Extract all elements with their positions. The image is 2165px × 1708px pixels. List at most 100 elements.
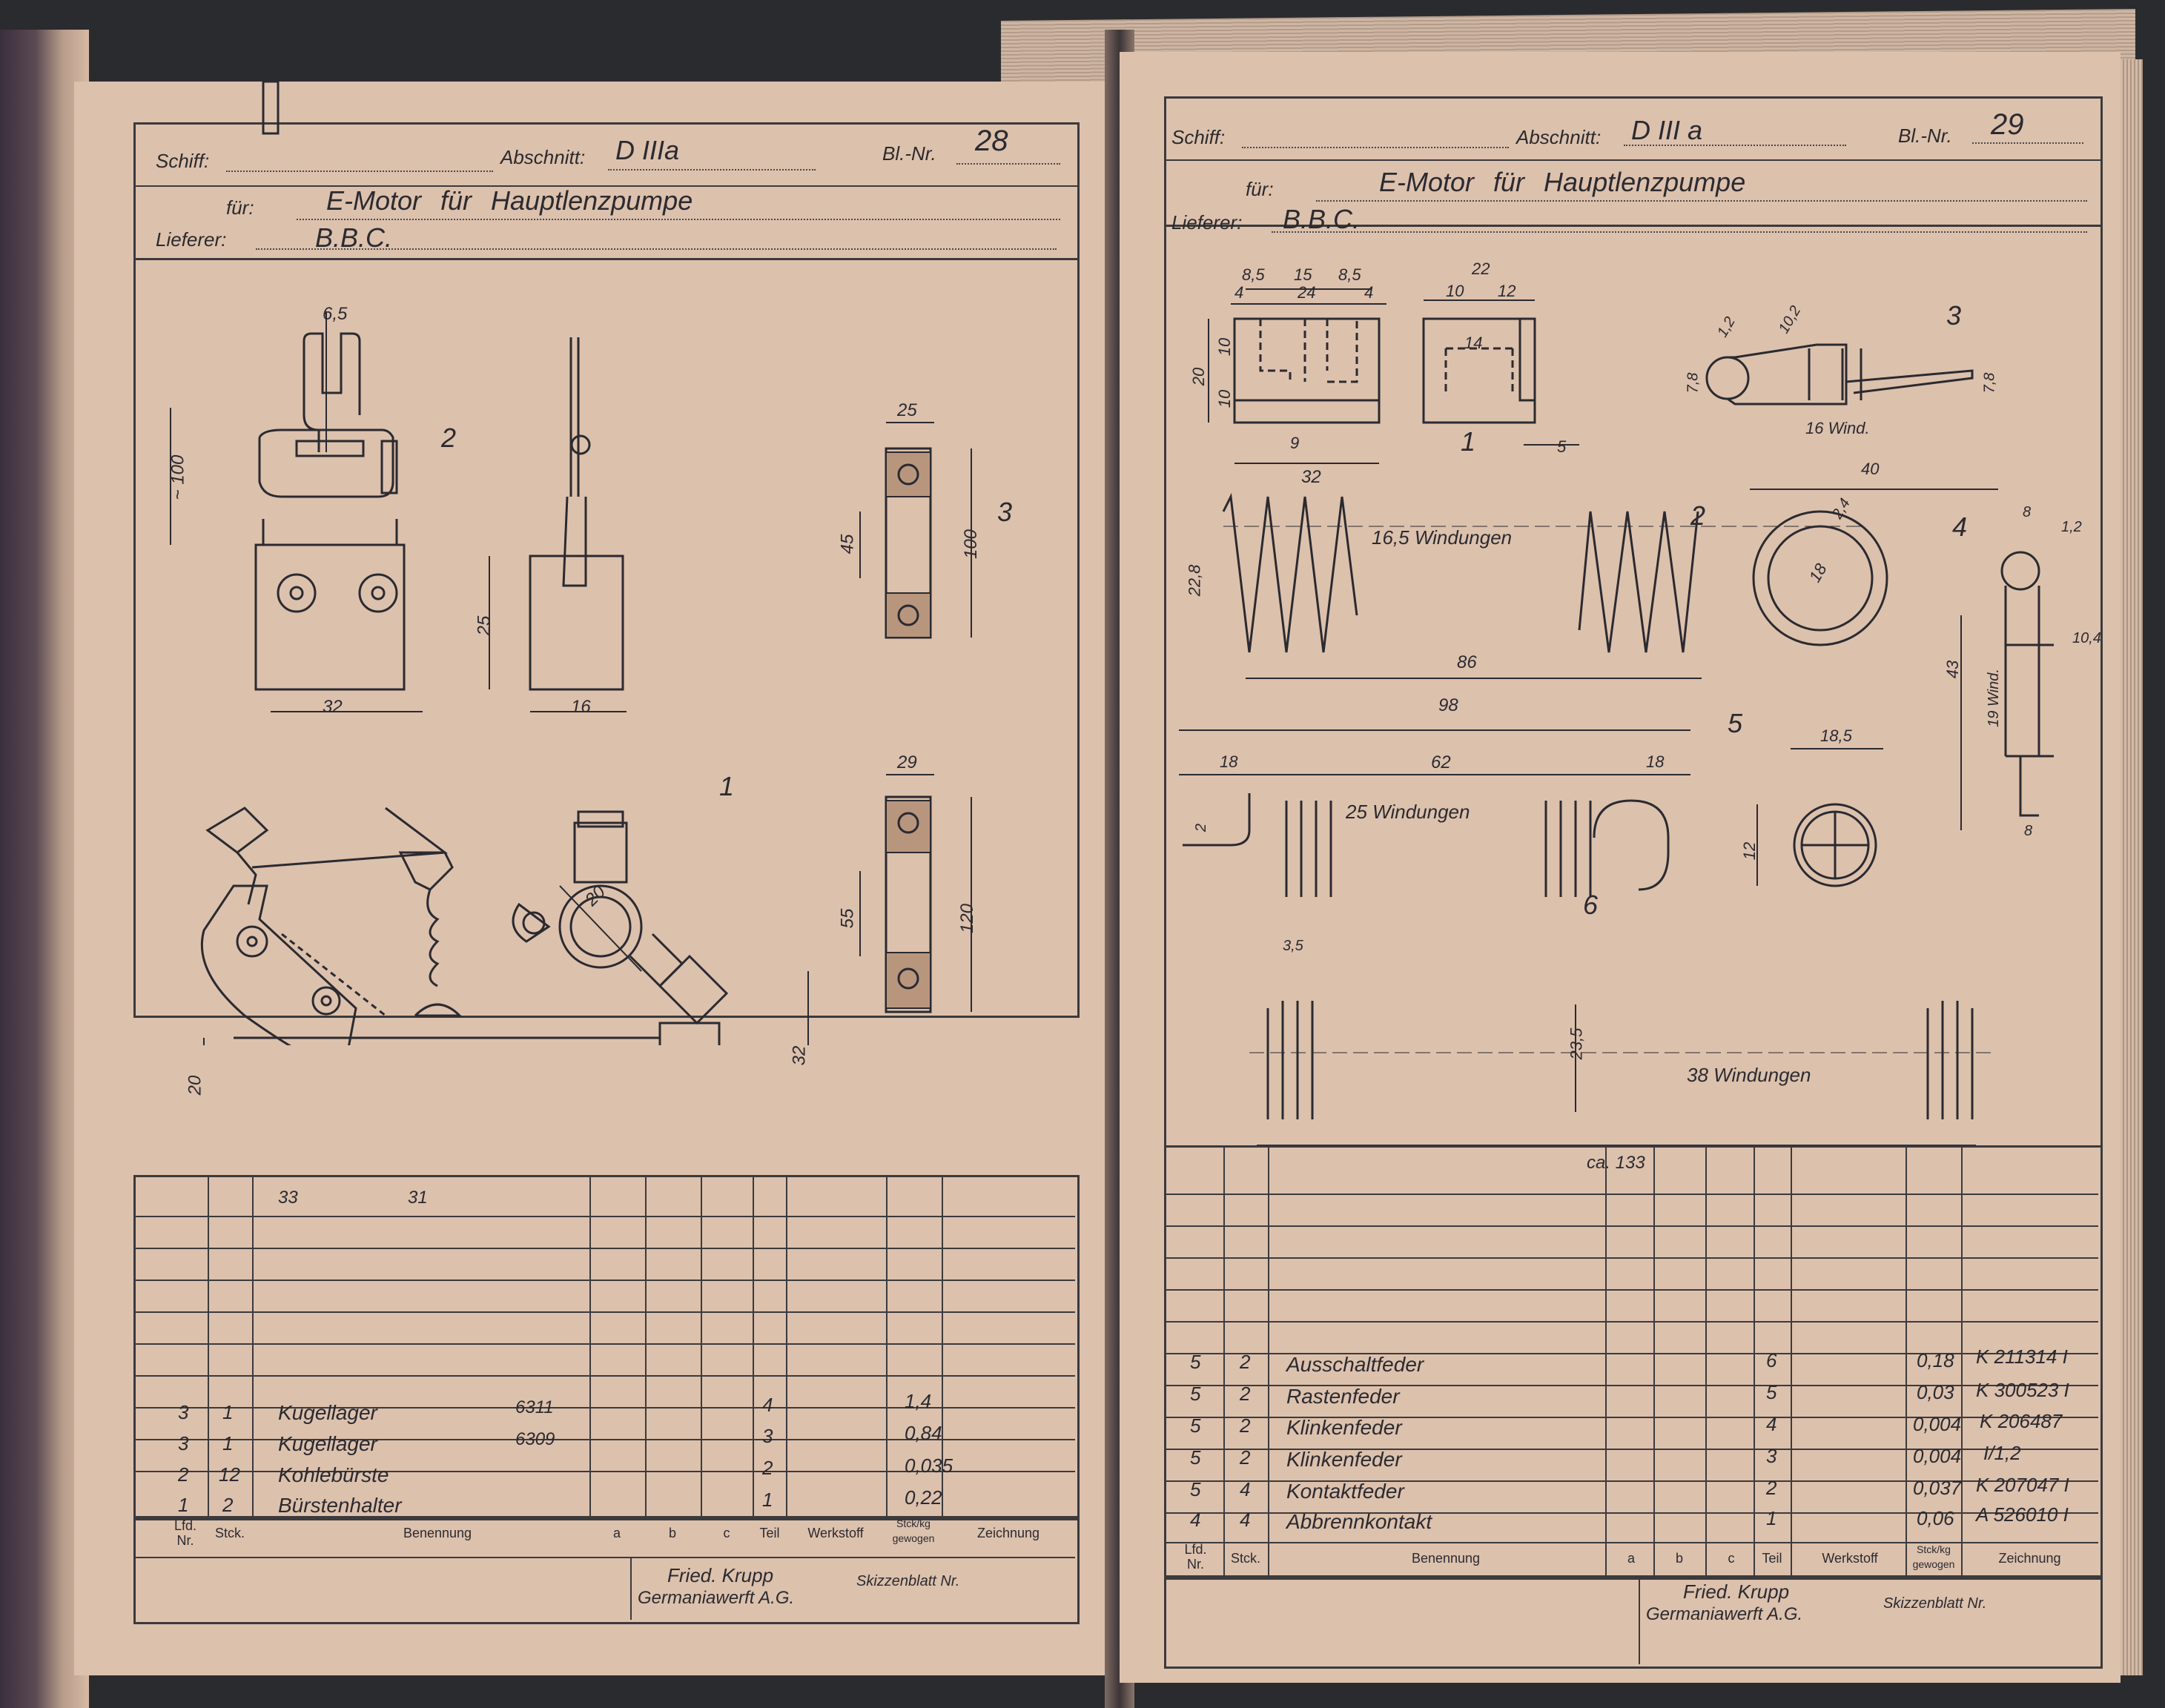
- col-gewicht: Stck/kg gewogen: [892, 1517, 935, 1544]
- right-abschnitt-value: D III a: [1631, 115, 1703, 145]
- left-blatt-value: 28: [975, 125, 1008, 157]
- right-part4-number: 4: [1952, 512, 1968, 542]
- left-blatt-label: Bl.-Nr.: [882, 142, 936, 165]
- left-dim-25: 25: [474, 615, 495, 636]
- p1-dim-4a: 4: [1234, 283, 1244, 302]
- p1-dim-4b: 4: [1364, 283, 1374, 302]
- row-stck: 2: [1240, 1351, 1251, 1373]
- right-blatt-value: 29: [1991, 108, 2024, 141]
- p1-dim-9: 9: [1290, 434, 1300, 452]
- p5-dim-98: 98: [1438, 695, 1458, 715]
- left-bearing-55: 55: [837, 908, 858, 929]
- row-weight: 0,84: [905, 1422, 942, 1444]
- left-schiff-label: Schiff:: [156, 150, 210, 172]
- left-lieferer-label: Lieferer:: [156, 228, 227, 251]
- part2-bracket-drawing: [170, 82, 627, 712]
- right-schiff-label: Schiff:: [1171, 126, 1226, 148]
- row-stck: 2: [1240, 1446, 1251, 1469]
- col-zeichnung: Zeichnung: [976, 1526, 1040, 1540]
- p5-windungen: 25 Windungen: [1346, 801, 1470, 823]
- row-teil: 1: [762, 1489, 773, 1511]
- row-weight: 0,035: [905, 1454, 953, 1477]
- row-zeichnung: A 526010 I: [1976, 1503, 2069, 1526]
- row-stck: 12: [219, 1463, 240, 1486]
- p3-dim-40: 40: [1861, 460, 1880, 478]
- row-teil: 3: [1766, 1445, 1777, 1467]
- p4-dim-12: 1,2: [2061, 519, 2082, 535]
- left-header-frame: [133, 122, 1080, 260]
- p1-dim-24: 24: [1298, 283, 1316, 302]
- row-lfd: 3: [178, 1432, 189, 1454]
- p6-dim-235: 23,5: [1567, 1027, 1586, 1060]
- left-part1-number: 1: [719, 771, 735, 801]
- left-drawing-frame: [133, 256, 1080, 1018]
- p1-dim-32: 32: [1301, 467, 1321, 487]
- col-werkstoff: Werkstoff: [807, 1526, 864, 1540]
- p3-dim-78a: 7,8: [1685, 372, 1702, 394]
- p3-wind: 16 Wind.: [1805, 419, 1870, 437]
- p1-dim-10c: 10: [1446, 282, 1464, 300]
- col-b: b: [1675, 1551, 1683, 1566]
- p1-dim-12: 12: [1498, 282, 1516, 300]
- row-lfd: 5: [1190, 1414, 1201, 1437]
- p1-dim-15: 15: [1294, 265, 1312, 284]
- left-lieferer-value: B.B.C.: [315, 222, 393, 253]
- row-teil: 3: [762, 1425, 773, 1447]
- left-footer-frame: [133, 1516, 1080, 1624]
- col-c: c: [723, 1526, 730, 1540]
- right-lieferer-label: Lieferer:: [1171, 211, 1243, 234]
- left-bearing-29: 29: [897, 752, 917, 772]
- p1-dim-85a: 8,5: [1242, 265, 1265, 284]
- p6-dim-35: 3,5: [1283, 938, 1303, 954]
- right-part5-number: 5: [1728, 708, 1743, 738]
- row-zeichnung: I/1,2: [1983, 1442, 2021, 1464]
- row-lfd: 2: [178, 1463, 189, 1486]
- row-weight: 0,004: [1913, 1445, 1962, 1467]
- part5-spring-drawing: [1179, 729, 1883, 897]
- p2-dim-86: 86: [1457, 652, 1477, 672]
- row-teil: 2: [762, 1457, 773, 1479]
- row-lfd: 4: [1190, 1509, 1201, 1531]
- row-name: Kugellager: [278, 1401, 377, 1424]
- col-a: a: [612, 1526, 621, 1540]
- left-parts-table: [133, 1175, 1080, 1520]
- row-weight: 0,06: [1917, 1507, 1954, 1529]
- p4-wind: 19 Wind.: [1985, 669, 2002, 727]
- row-teil: 2: [1766, 1477, 1777, 1499]
- p4-dim-43: 43: [1943, 660, 1963, 679]
- col-gewicht: Stck/kg gewogen: [1912, 1543, 1955, 1570]
- p5b-dim-185: 18,5: [1820, 726, 1852, 745]
- right-company-line2: Germaniawerft A.G.: [1646, 1604, 1803, 1624]
- right-part1-number: 1: [1461, 426, 1476, 457]
- part2-spring-drawing: [1222, 492, 1888, 679]
- row-zeichnung: K 211314 I: [1976, 1345, 2068, 1368]
- col-werkstoff: Werkstoff: [1822, 1551, 1878, 1566]
- p5-dim-18a: 18: [1220, 752, 1238, 771]
- left-dim-33: 33: [278, 1188, 298, 1208]
- p4-dim-104: 10,4: [2072, 630, 2101, 646]
- p6-windungen: 38 Windungen: [1687, 1064, 1811, 1086]
- col-lfd: Lfd. Nr.: [173, 1518, 197, 1548]
- left-part2-number: 2: [441, 423, 457, 453]
- p5-dim-62: 62: [1431, 752, 1451, 772]
- part1-assembly-drawing: [200, 807, 809, 1045]
- left-company-line2: Germaniawerft A.G.: [638, 1588, 795, 1608]
- row-stck: 2: [222, 1494, 234, 1516]
- left-bearing-25: 25: [897, 400, 917, 420]
- left-bearing-120: 120: [957, 903, 978, 934]
- col-benennung: Benennung: [403, 1526, 472, 1540]
- left-dim-100: ~ 100: [168, 454, 188, 500]
- row-stck: 1: [222, 1432, 234, 1454]
- part3-spring-drawing: [1705, 343, 1998, 490]
- row-teil: 4: [762, 1394, 773, 1416]
- left-dim-6-5: 6,5: [323, 304, 348, 324]
- row-stck: 2: [1240, 1414, 1251, 1437]
- right-skizzenblatt: Skizzenblatt Nr.: [1883, 1595, 1987, 1612]
- row-zeichnung: K 206487: [1980, 1410, 2063, 1432]
- row-weight: 0,18: [1917, 1349, 1954, 1371]
- right-footer-frame: [1164, 1575, 2103, 1669]
- p4-dim-8b: 8: [2024, 823, 2033, 839]
- p4-dim-8: 8: [2023, 504, 2032, 520]
- left-dim-20: 20: [185, 1075, 205, 1096]
- row-teil: 4: [1766, 1413, 1777, 1435]
